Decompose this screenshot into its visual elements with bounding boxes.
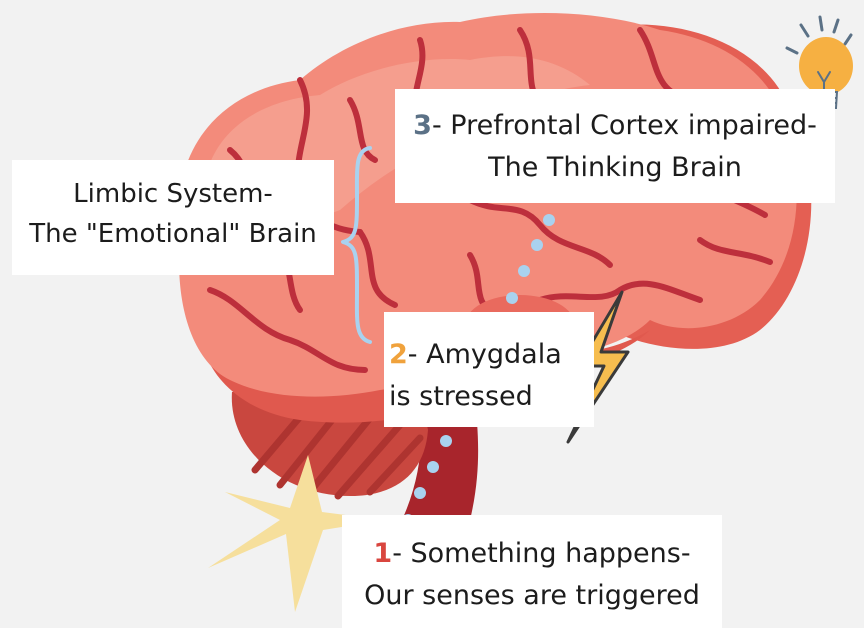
step-1-number: 1 <box>373 538 392 569</box>
limbic-line2: The "Emotional" Brain <box>12 214 334 254</box>
senses-label: 1- Something happens- Our senses are tri… <box>342 515 722 628</box>
amygdala-line2: is stressed <box>389 376 594 418</box>
prefrontal-cortex-label: 3- Prefrontal Cortex impaired- The Think… <box>395 89 835 203</box>
prefrontal-line2: The Thinking Brain <box>395 147 835 189</box>
amygdala-label: 2- Amygdala is stressed <box>384 312 594 427</box>
limbic-line1: Limbic System- <box>12 174 334 214</box>
limbic-system-label: Limbic System- The "Emotional" Brain <box>12 160 334 275</box>
step-2-number: 2 <box>389 339 408 370</box>
senses-line1: - Something happens- <box>392 538 690 569</box>
step-3-number: 3 <box>413 110 432 141</box>
prefrontal-line1: - Prefrontal Cortex impaired- <box>432 110 817 141</box>
amygdala-line1: - Amygdala <box>408 339 562 370</box>
senses-line2: Our senses are triggered <box>342 575 722 617</box>
